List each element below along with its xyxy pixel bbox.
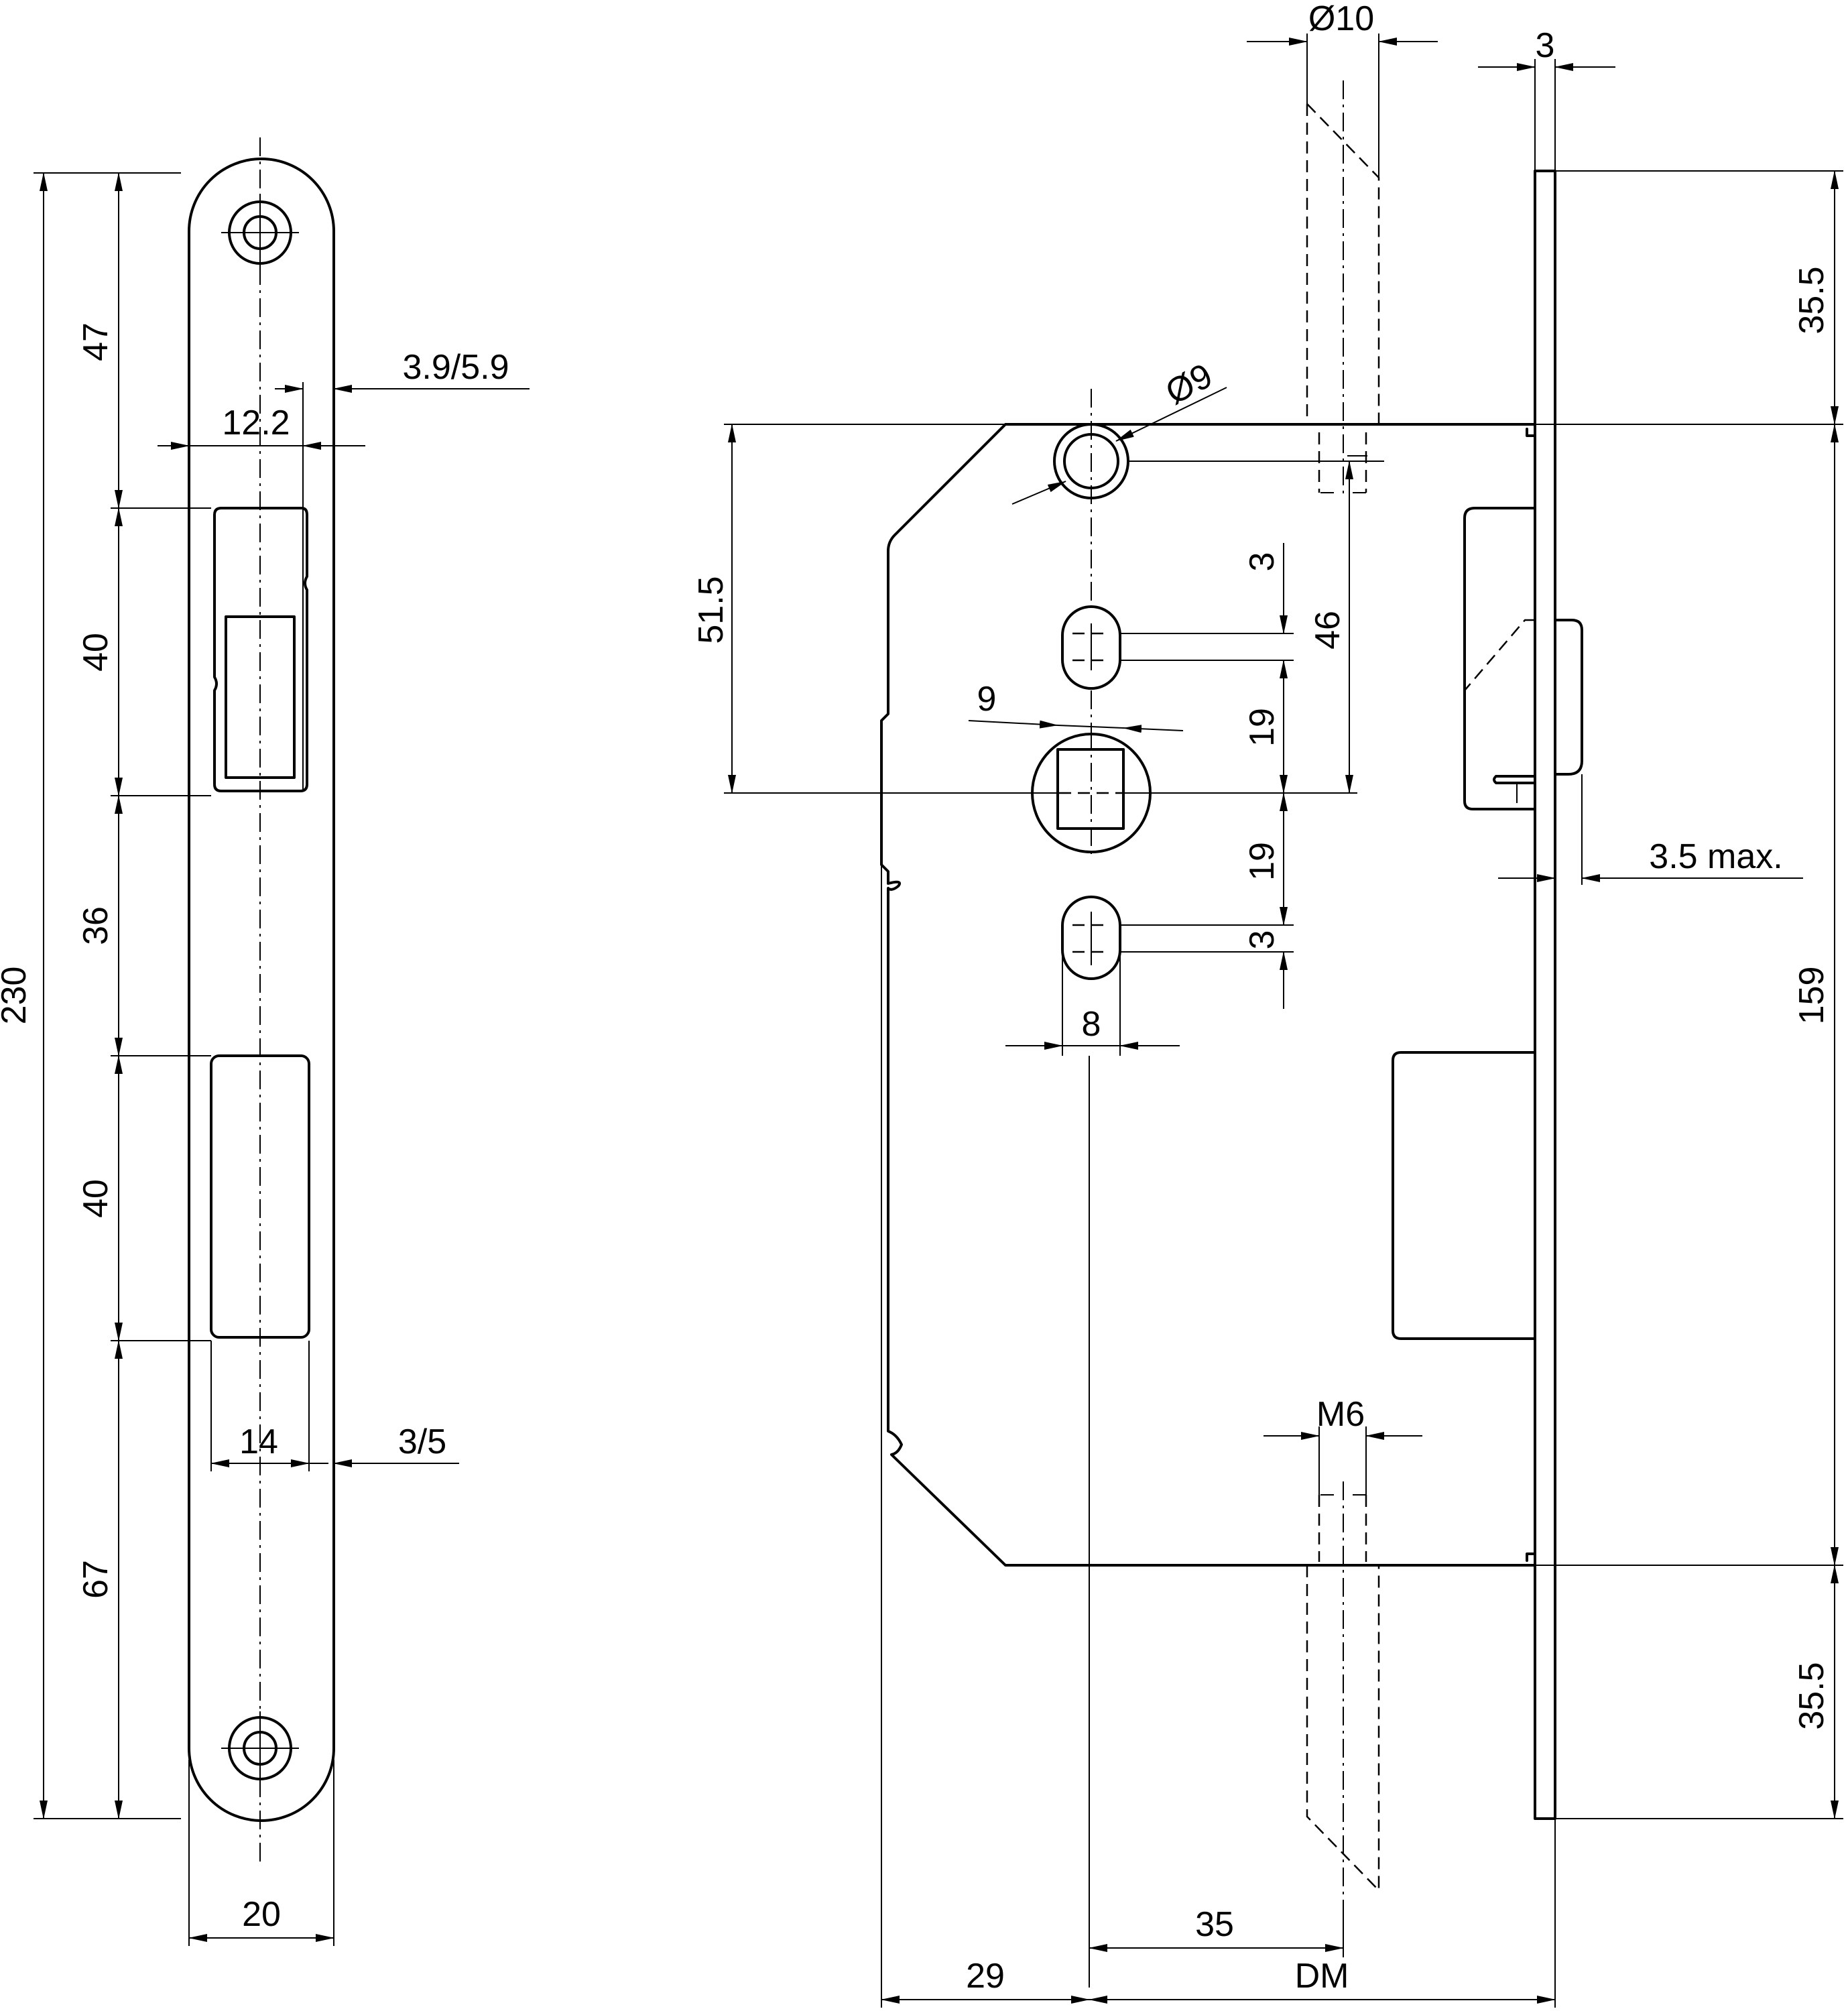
dim-bolt-width: 14 (239, 1422, 278, 1461)
dim-cylinder-hole: Ø10 (1308, 0, 1374, 38)
dim-slot-height-lower: 3 (1243, 930, 1282, 950)
fixing-hole: Ø9 (1011, 356, 1384, 603)
lower-slot (1061, 896, 1121, 980)
top-screw-hole (221, 196, 299, 269)
dim-max-projection: 3.5 max. (1649, 837, 1782, 876)
follower-square (1031, 731, 1152, 858)
dim-dm-label: DM (1295, 1957, 1349, 1996)
dim-latch-projection: 3.9/5.9 (402, 348, 509, 387)
latch-bolt (1463, 507, 1583, 810)
lock-body-view: Ø9 Ø10 (692, 0, 1843, 2008)
dim-bottom-offset: 35.5 (1792, 1662, 1831, 1729)
dim-top-to-latch: 47 (76, 322, 115, 361)
dim-body-to-follower: 29 (966, 1957, 1005, 1996)
dim-latch-to-bolt: 36 (76, 906, 115, 945)
bottom-screw-hole (221, 1711, 299, 1785)
dim-top-offset: 35.5 (1792, 266, 1831, 334)
dim-bolt-height: 40 (76, 1179, 115, 1218)
dim-bolt-to-bottom: 67 (76, 1560, 115, 1599)
cylinder-hole-hidden (1306, 80, 1380, 496)
dim-slot-width: 8 (1082, 1005, 1101, 1044)
upper-slot (1061, 605, 1121, 690)
dim-bolt-projection: 3/5 (398, 1422, 446, 1461)
dim-overall-height: 230 (0, 967, 34, 1025)
dim-plate-width: 20 (242, 1895, 281, 1934)
dim-body-height: 159 (1792, 967, 1831, 1025)
dim-latch-height: 40 (76, 633, 115, 672)
dim-cyl-to-follower: 46 (1308, 611, 1347, 650)
forend-plate (1534, 170, 1556, 1820)
dead-bolt (1392, 1051, 1536, 1340)
latch-opening (213, 507, 308, 792)
dim-latch-width: 12.2 (222, 404, 290, 442)
dim-thread: M6 (1316, 1395, 1365, 1434)
dim-slot-height-upper: 3 (1243, 552, 1282, 572)
dim-fixing-hole: Ø9 (1160, 356, 1219, 412)
faceplate-outline (188, 158, 335, 1822)
dim-top-to-follower: 51.5 (692, 576, 731, 644)
dim-follower-square: 9 (977, 680, 997, 719)
dim-lower-slot-offset: 19 (1243, 842, 1282, 881)
dim-backset: 35 (1195, 1905, 1234, 1944)
lock-case-outline (880, 423, 1536, 1567)
bottom-screw-hidden (1306, 1481, 1380, 1917)
faceplate-view: 230 47 40 36 40 67 20 12.2 3.9/5.9 14 3/… (0, 137, 530, 1946)
dim-upper-slot-offset: 19 (1243, 708, 1282, 747)
bolt-opening (210, 1054, 310, 1339)
dim-forend-thickness: 3 (1536, 26, 1555, 65)
